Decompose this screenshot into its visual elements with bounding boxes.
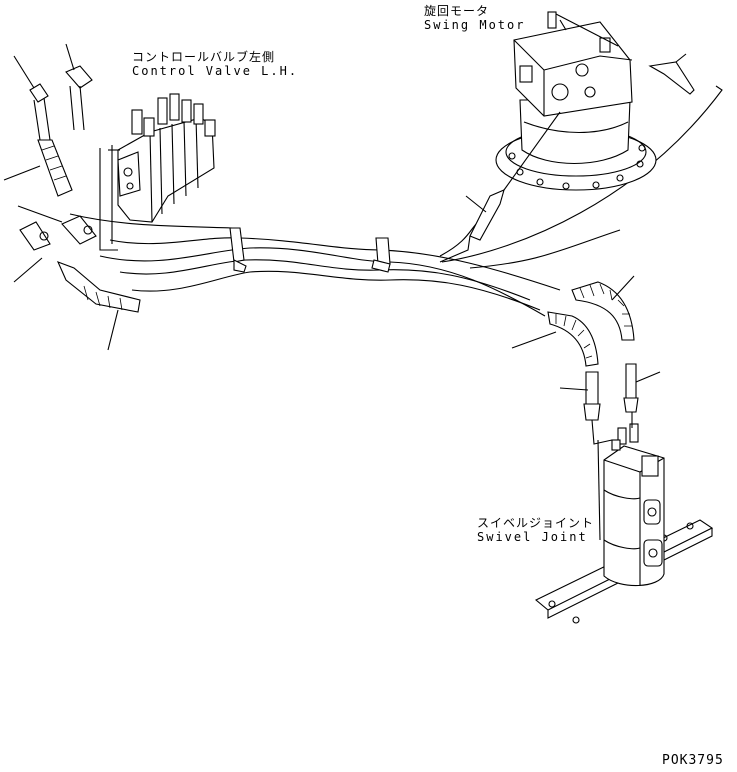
swivel-joint-drawing	[534, 363, 714, 624]
swing-motor-label-en: Swing Motor	[424, 18, 526, 32]
drawing-code: POK3795	[662, 753, 724, 768]
swivel-joint-label-jp: スイベルジョイント	[477, 516, 595, 530]
swivel-joint-label-en: Swivel Joint	[477, 530, 588, 544]
hose-bundle	[69, 85, 723, 317]
swing-motor-label: 旋回モータ Swing Motor	[424, 4, 525, 32]
swing-motor-drawing	[439, 11, 695, 263]
swing-motor-label-jp: 旋回モータ	[424, 4, 490, 18]
control-valve-drawing	[99, 93, 216, 251]
hose-fittings-left	[19, 65, 141, 313]
swivel-joint-label: スイベルジョイント Swivel Joint	[477, 516, 594, 544]
control-valve-label-jp: コントロールバルブ左側	[132, 50, 276, 64]
hose-ends-right	[511, 275, 635, 367]
control-valve-label: コントロールバルブ左側 Control Valve L.H.	[132, 50, 298, 78]
control-valve-label-en: Control Valve L.H.	[132, 64, 299, 78]
leader-lines-left	[3, 43, 119, 351]
